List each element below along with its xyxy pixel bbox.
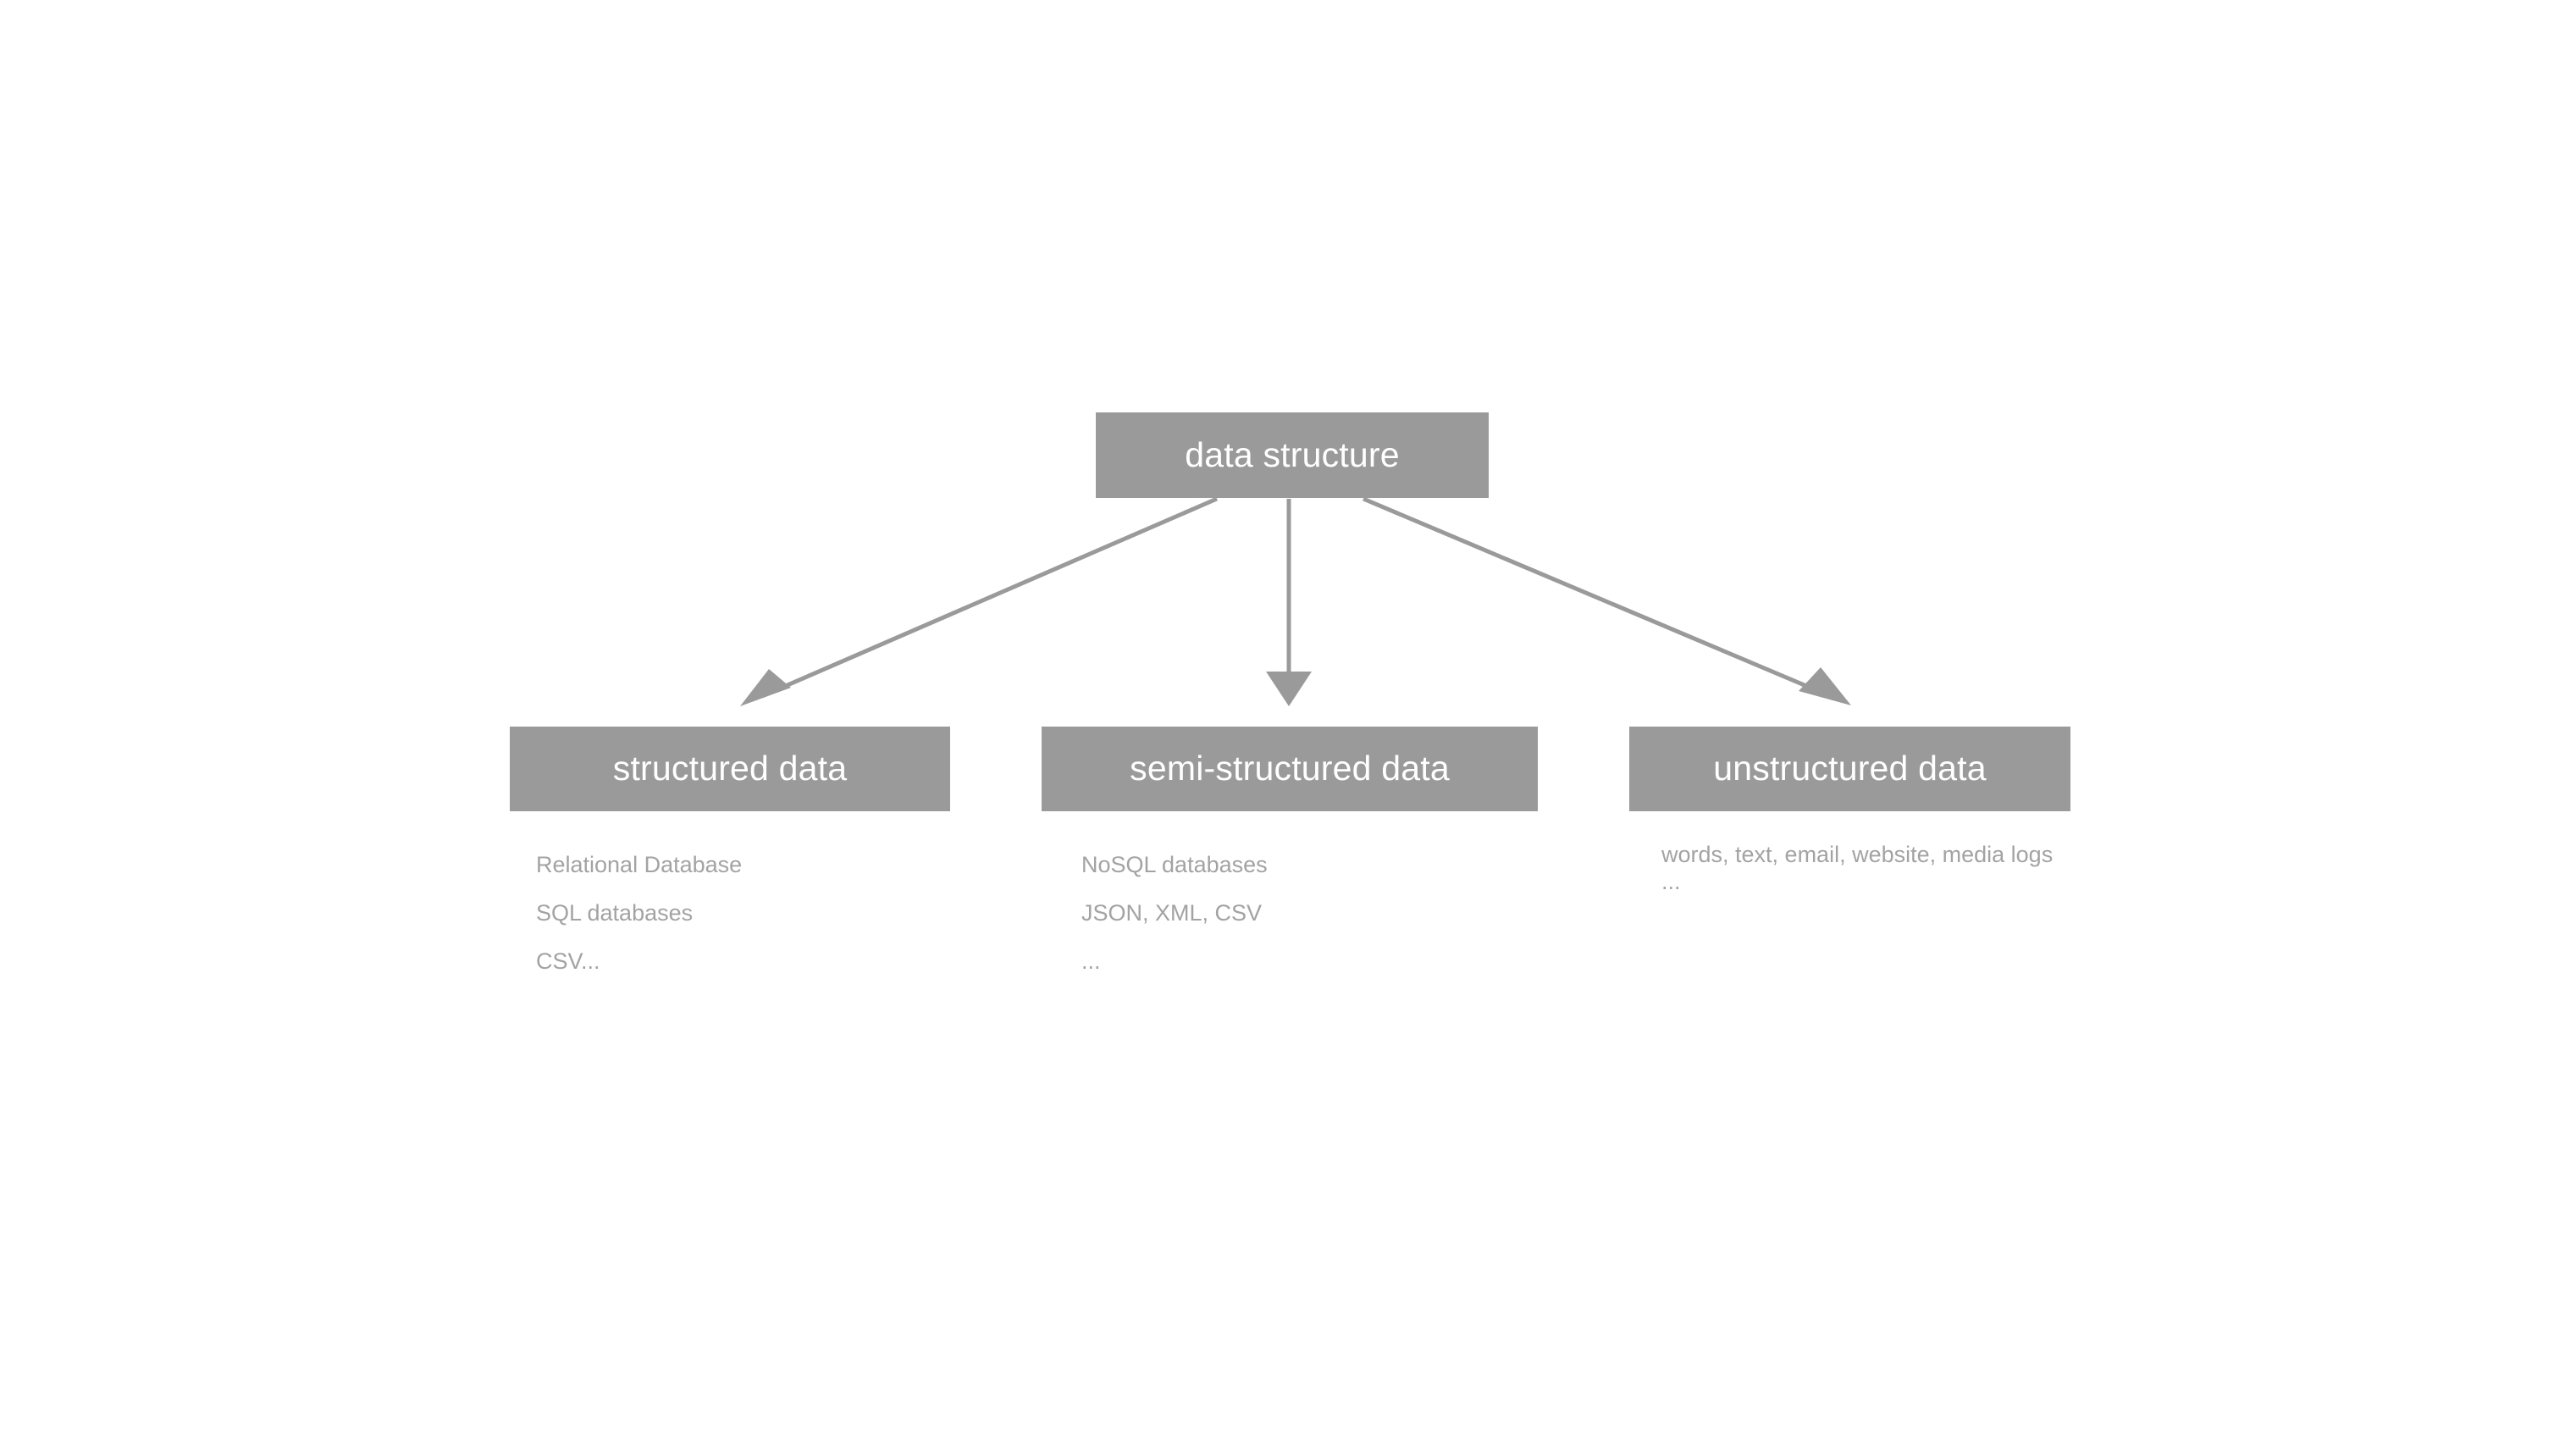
caption-list-structured-data: Relational Database SQL databases CSV... xyxy=(536,841,742,986)
caption-item: words, text, email, website, media logs xyxy=(1661,842,2054,867)
node-structured-data-label: structured data xyxy=(612,749,848,788)
caption-item: CSV... xyxy=(536,948,600,974)
edge-root-to-semi-structured xyxy=(1266,499,1312,706)
caption-item: JSON, XML, CSV xyxy=(1081,900,1263,926)
caption-item: NoSQL databases xyxy=(1081,852,1268,877)
node-semi-structured-data[interactable]: semi-structured data xyxy=(1042,727,1538,811)
node-semi-structured-data-label: semi-structured data xyxy=(1130,749,1450,788)
caption-list-unstructured-data: words, text, email, website, media logs … xyxy=(1661,841,2053,895)
node-unstructured-data-label: unstructured data xyxy=(1713,749,1987,788)
caption-item: Relational Database xyxy=(536,852,743,877)
node-data-structure-label: data structure xyxy=(1185,434,1400,474)
edge-root-to-unstructured xyxy=(1363,496,1851,705)
node-data-structure[interactable]: data structure xyxy=(1096,412,1489,498)
caption-item: ... xyxy=(1661,869,1681,894)
caption-item: SQL databases xyxy=(536,900,694,926)
caption-list-semi-structured-data: NoSQL databases JSON, XML, CSV ... xyxy=(1081,841,1268,986)
node-unstructured-data[interactable]: unstructured data xyxy=(1629,727,2070,811)
caption-item: ... xyxy=(1081,948,1101,974)
node-structured-data[interactable]: structured data xyxy=(510,727,950,811)
edge-root-to-structured xyxy=(740,496,1218,706)
